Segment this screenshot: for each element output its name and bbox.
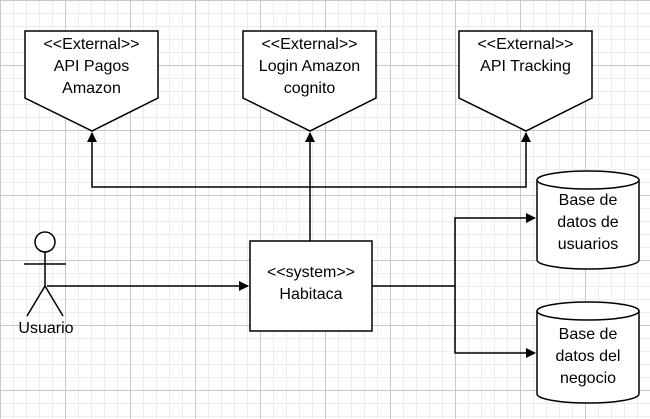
database-name-line: datos del	[555, 348, 621, 365]
external-stereotype: <<External>>	[43, 36, 140, 53]
external-name-line: Login Amazon	[258, 58, 361, 75]
database-name-line: negocio	[559, 370, 617, 387]
external-shape-login[interactable]	[242, 30, 377, 132]
external-label-pagos: <<External>> API Pagos Amazon	[25, 34, 158, 100]
external-label-tracking: <<External>> API Tracking	[459, 34, 592, 78]
database-name-line: usuarios	[557, 236, 619, 253]
database-label-negocio: Base de datos del negocio	[537, 324, 639, 390]
actor-label: Usuario	[18, 320, 74, 337]
database-shape-usuarios[interactable]	[536, 170, 640, 270]
external-name-line: API Pagos	[53, 58, 130, 75]
connector-to-db-usuarios	[454, 213, 536, 286]
external-name-line: API Tracking	[480, 58, 571, 75]
database-name-line: Base de	[558, 326, 618, 343]
system-name: Habitaca	[279, 286, 343, 303]
system-stereotype: <<system>>	[266, 264, 356, 281]
actor-figure[interactable]	[24, 231, 66, 317]
connector-to-tracking	[310, 132, 531, 188]
database-label-usuarios: Base de datos de usuarios	[537, 190, 639, 256]
system-label: <<system>> Habitaca	[250, 262, 372, 306]
external-shape-pagos[interactable]	[24, 30, 159, 132]
external-label-login: <<External>> Login Amazon cognito	[243, 34, 376, 100]
external-name-line: Amazon	[62, 80, 121, 97]
external-name-line: cognito	[283, 80, 336, 97]
external-stereotype: <<External>>	[261, 36, 358, 53]
database-name-line: datos de	[557, 214, 619, 231]
database-name-line: Base de	[558, 192, 618, 209]
database-shape-negocio[interactable]	[536, 301, 640, 404]
system-box[interactable]	[249, 240, 373, 332]
external-shape-tracking[interactable]	[458, 30, 593, 132]
connector-to-db-negocio	[454, 286, 536, 358]
external-stereotype: <<External>>	[477, 36, 574, 53]
connector-to-pagos	[87, 132, 310, 188]
